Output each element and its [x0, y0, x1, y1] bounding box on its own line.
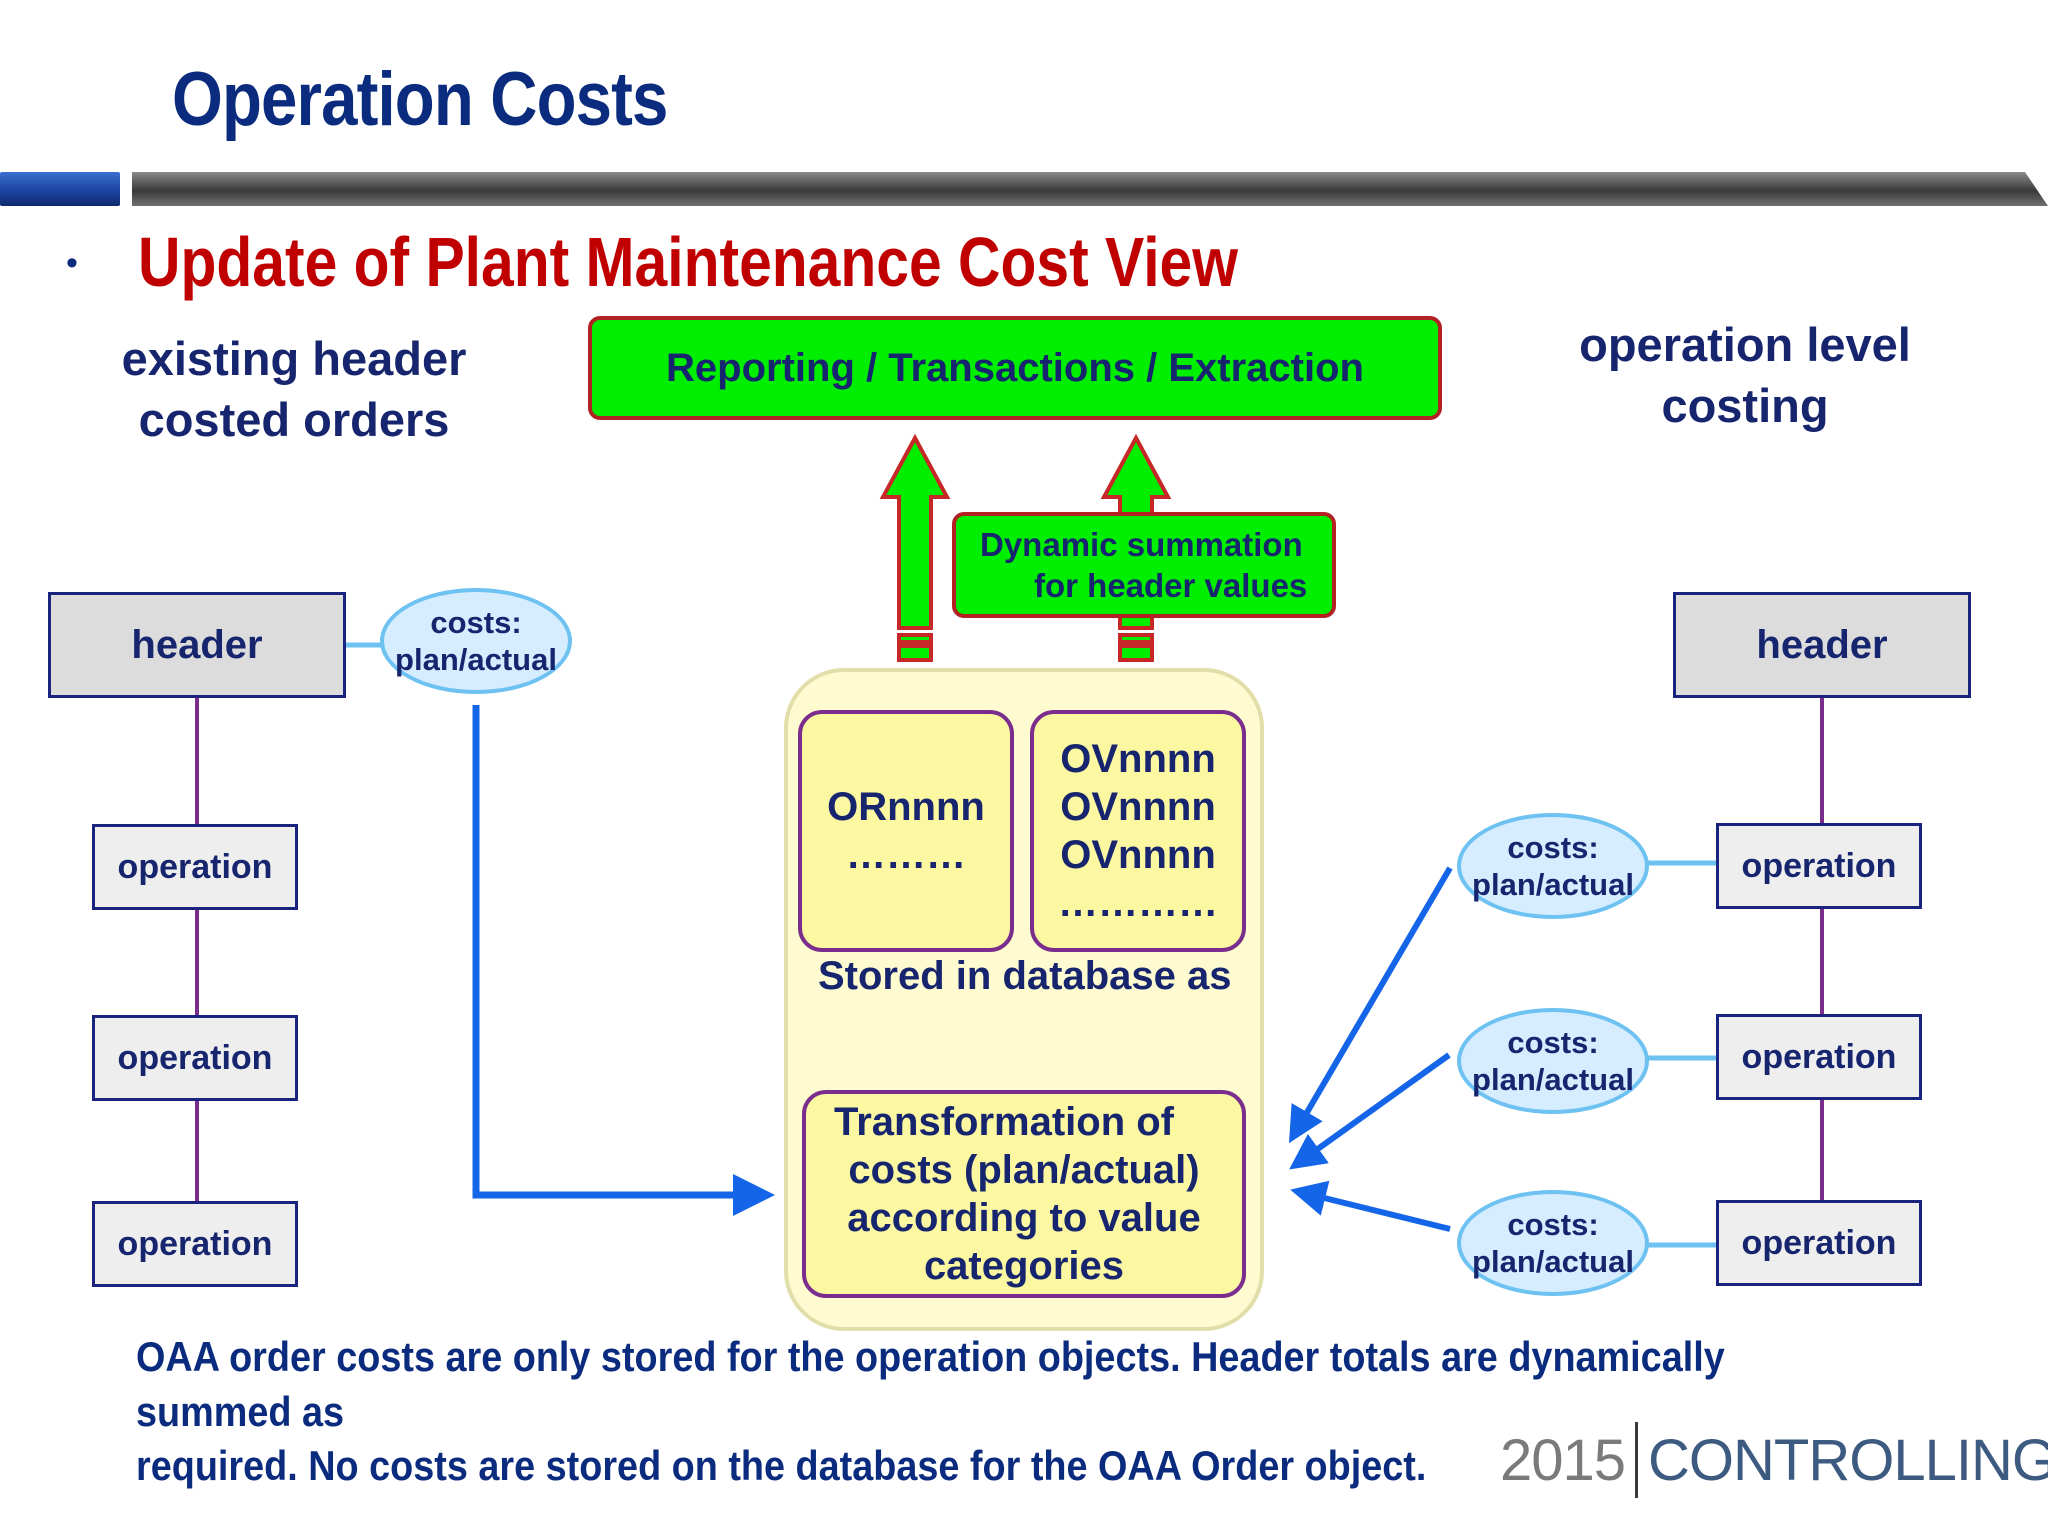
right-costs-ellipse-3: costs: plan/actual [1457, 1190, 1649, 1296]
right-costs-3-line1: costs: [1507, 1206, 1599, 1242]
transform-line1: Transformation of [833, 1100, 1175, 1144]
right-costs-arrow-2 [1289, 1052, 1451, 1170]
ov-dots: ………… [1058, 881, 1218, 925]
transformation-box: Transformation of costs (plan/actual) ac… [802, 1090, 1246, 1298]
title-bar-accent [0, 172, 120, 206]
ov-code-2: OVnnnn [1060, 785, 1216, 829]
transform-line4: categories [923, 1244, 1125, 1288]
logo-year: 2015 [1500, 1427, 1626, 1493]
right-costs-2-line1: costs: [1507, 1024, 1599, 1060]
right-costs-arrow-1 [1288, 866, 1453, 1144]
or-record-box: ORnnnn ……… [798, 710, 1014, 952]
right-operation-box-3: operation [1716, 1200, 1922, 1286]
left-title-line1: existing header [121, 332, 467, 385]
or-dots: ……… [846, 833, 966, 877]
green-up-arrow-left [879, 433, 951, 662]
right-costs-2-line2: plan/actual [1472, 1062, 1634, 1097]
slide-subtitle: Update of Plant Maintenance Cost View [138, 223, 1238, 301]
logo-word: CONTROLLING [1648, 1427, 2048, 1493]
left-costs-ellipse: costs: plan/actual [380, 588, 572, 694]
left-title-line2: costed orders [138, 393, 450, 447]
left-operation-box-3: operation [92, 1201, 298, 1287]
dynamic-summation-box: Dynamic summation for header values [952, 512, 1336, 618]
dynamic-line2: for header values [1034, 567, 1308, 604]
left-header-box: header [48, 592, 346, 698]
footer-line2: required. No costs are stored on the dat… [136, 1442, 1427, 1490]
left-operation-box-1: operation [92, 824, 298, 910]
right-costs-3-line2: plan/actual [1472, 1244, 1634, 1279]
ov-code-3: OVnnnn [1060, 833, 1216, 877]
transform-line3: according to value [847, 1196, 1201, 1240]
right-title-line1: operation level [1579, 318, 1911, 371]
title-bar [132, 172, 2048, 206]
right-operation-box-2: operation [1716, 1014, 1922, 1100]
controlling-logo: 2015 CONTROLLING [1500, 1420, 2048, 1500]
ov-code-1: OVnnnn [1060, 737, 1216, 781]
slide-title: Operation Costs [172, 57, 668, 142]
right-column-title: operation level costing [1510, 314, 1980, 436]
right-costs-1-line2: plan/actual [1472, 867, 1634, 902]
right-costs-arrow-3 [1290, 1180, 1451, 1232]
right-costs-ellipse-1: costs: plan/actual [1457, 813, 1649, 919]
reporting-box: Reporting / Transactions / Extraction [588, 316, 1442, 420]
left-operation-box-2: operation [92, 1015, 298, 1101]
ov-record-box: OVnnnn OVnnnn OVnnnn ………… [1030, 710, 1246, 952]
footer-line1: OAA order costs are only stored for the … [136, 1333, 1725, 1435]
or-code: ORnnnn [827, 785, 985, 829]
stored-in-database-label: Stored in database as [818, 954, 1232, 998]
left-costs-line1: costs: [430, 604, 522, 640]
right-costs-ellipse-2: costs: plan/actual [1457, 1008, 1649, 1114]
dynamic-line1: Dynamic summation [980, 525, 1303, 563]
left-costs-arrow [472, 705, 775, 1216]
transform-line2: costs (plan/actual) [848, 1148, 1200, 1192]
footer-note: OAA order costs are only stored for the … [136, 1330, 1756, 1494]
right-costs-1-line1: costs: [1507, 829, 1599, 865]
left-column-title: existing header costed orders [70, 328, 518, 450]
right-operation-box-1: operation [1716, 823, 1922, 909]
right-title-line2: costing [1661, 379, 1829, 433]
right-header-box: header [1673, 592, 1971, 698]
left-costs-line2: plan/actual [395, 642, 557, 677]
logo-separator [1635, 1422, 1639, 1498]
bullet-marker: • [66, 244, 78, 282]
